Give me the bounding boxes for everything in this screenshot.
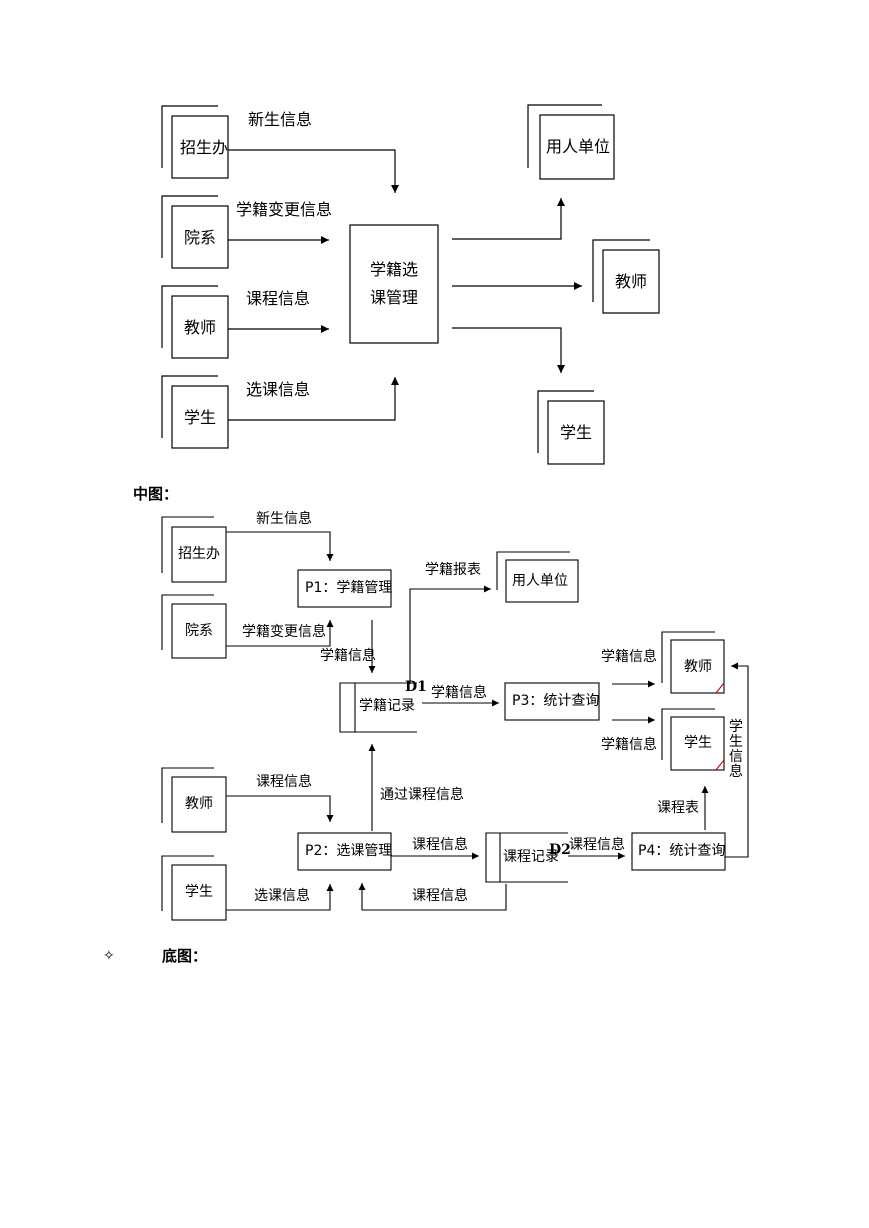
store-d2-shape bbox=[485, 832, 568, 883]
top-entity-teacher-out-label: 教师 bbox=[615, 272, 648, 291]
mid-entity-department-label: 院系 bbox=[185, 623, 213, 639]
mid-flow-course-info-d2-p4-label: 课程信息 bbox=[569, 837, 625, 853]
mid-flow-course-info-teacher-label: 课程信息 bbox=[256, 774, 312, 790]
flow-selection-top bbox=[228, 377, 399, 421]
entity-employer-top bbox=[527, 104, 615, 180]
top-flow-status-change-label: 学籍变更信息 bbox=[236, 200, 333, 219]
process-p1-box bbox=[297, 569, 392, 608]
entity-student-mid-left bbox=[161, 855, 227, 921]
entity-teacher-out-top bbox=[592, 239, 660, 314]
process-p2-box bbox=[297, 832, 392, 871]
entity-teacher-mid-right bbox=[661, 631, 725, 694]
top-entity-teacher-label: 教师 bbox=[184, 318, 217, 337]
entity-teacher-top bbox=[161, 285, 229, 359]
top-entity-student-label: 学生 bbox=[184, 408, 217, 427]
store-d1-shape bbox=[339, 682, 417, 733]
entity-admissions-mid bbox=[161, 516, 227, 583]
flow-new-student-mid bbox=[226, 531, 334, 561]
mid-flow-course-info-d2-p2-label: 课程信息 bbox=[412, 888, 468, 904]
flow-new-student-top bbox=[228, 149, 399, 193]
mid-flow-new-student-label: 新生信息 bbox=[256, 511, 312, 527]
top-flow-new-student-label: 新生信息 bbox=[248, 110, 313, 129]
mid-flow-status-info-teacher-label: 学籍信息 bbox=[601, 649, 657, 665]
flow-out-student-top bbox=[452, 327, 565, 373]
mid-entity-admissions-label: 招生办 bbox=[178, 546, 220, 562]
entity-student-out-top bbox=[537, 390, 605, 465]
entity-student-mid-right bbox=[661, 708, 725, 771]
top-entity-student-out-label: 学生 bbox=[560, 423, 593, 442]
mid-entity-teacher-right-label: 教师 bbox=[684, 659, 712, 675]
mid-entity-teacher-left-label: 教师 bbox=[185, 796, 213, 812]
top-flow-course-info-label: 课程信息 bbox=[246, 289, 311, 308]
bottom-heading: 底图： bbox=[162, 947, 208, 965]
mid-flow-passed-course-label: 通过课程信息 bbox=[380, 787, 464, 803]
process-p4-box bbox=[631, 832, 726, 871]
top-process-line1: 学籍选 bbox=[370, 260, 419, 279]
entity-department-top bbox=[161, 195, 229, 269]
process-p3-label: P3：统计查询 bbox=[512, 693, 600, 709]
mid-flow-status-info-p1-d1-label: 学籍信息 bbox=[320, 648, 376, 664]
top-process-line2: 课管理 bbox=[370, 288, 419, 307]
mid-flow-status-report-label: 学籍报表 bbox=[425, 562, 481, 578]
mid-flow-course-table-label: 课程表 bbox=[657, 800, 699, 816]
middle-diagram bbox=[161, 516, 749, 921]
flow-d2-to-p2 bbox=[358, 883, 507, 911]
mid-entity-student-left-label: 学生 bbox=[185, 884, 213, 900]
store-d2-name: 课程记录 bbox=[503, 849, 559, 865]
store-d2-id: D2 bbox=[549, 842, 571, 858]
entity-employer-mid bbox=[496, 551, 579, 603]
mid-flow-status-info-student-label: 学籍信息 bbox=[601, 737, 657, 753]
entity-teacher-mid-left bbox=[161, 767, 227, 833]
mid-flow-course-info-p2-d2-label: 课程信息 bbox=[412, 837, 468, 853]
mid-flow-status-info-d1-p3-label: 学籍信息 bbox=[431, 685, 487, 701]
top-diagram bbox=[161, 104, 660, 465]
top-flow-selection-label: 选课信息 bbox=[246, 380, 311, 399]
mid-entity-employer-label: 用人单位 bbox=[512, 573, 568, 589]
mid-flow-student-info-vertical-label: 学生信息 bbox=[729, 719, 743, 780]
flow-selection-mid bbox=[226, 884, 334, 911]
top-entity-employer-label: 用人单位 bbox=[546, 137, 611, 156]
process-p1-label: P1：学籍管理 bbox=[305, 580, 393, 596]
process-p4-label: P4：统计查询 bbox=[638, 843, 726, 859]
top-entity-department-label: 院系 bbox=[184, 228, 217, 247]
mid-entity-student-right-label: 学生 bbox=[684, 735, 712, 751]
bullet-icon: ✧ bbox=[103, 948, 115, 964]
flow-out-employer-top bbox=[452, 198, 565, 240]
store-d1-name: 学籍记录 bbox=[359, 698, 415, 714]
mid-flow-status-change-label: 学籍变更信息 bbox=[242, 624, 326, 640]
flow-teacher-to-p2 bbox=[226, 795, 334, 822]
process-box-top bbox=[349, 224, 439, 344]
flow-status-report bbox=[409, 585, 491, 684]
mid-flow-selection-label: 选课信息 bbox=[254, 888, 310, 904]
entity-department-mid bbox=[161, 594, 227, 659]
entity-student-top bbox=[161, 375, 229, 449]
process-p2-label: P2：选课管理 bbox=[305, 843, 393, 859]
flow-p4-to-teacher bbox=[725, 662, 749, 858]
entity-admissions-top bbox=[161, 105, 229, 179]
top-entity-admissions-label: 招生办 bbox=[180, 138, 229, 157]
flow-status-change-mid bbox=[226, 620, 334, 647]
store-d1-id: D1 bbox=[405, 679, 427, 695]
process-p3-box bbox=[504, 682, 600, 721]
middle-heading: 中图： bbox=[133, 485, 179, 503]
